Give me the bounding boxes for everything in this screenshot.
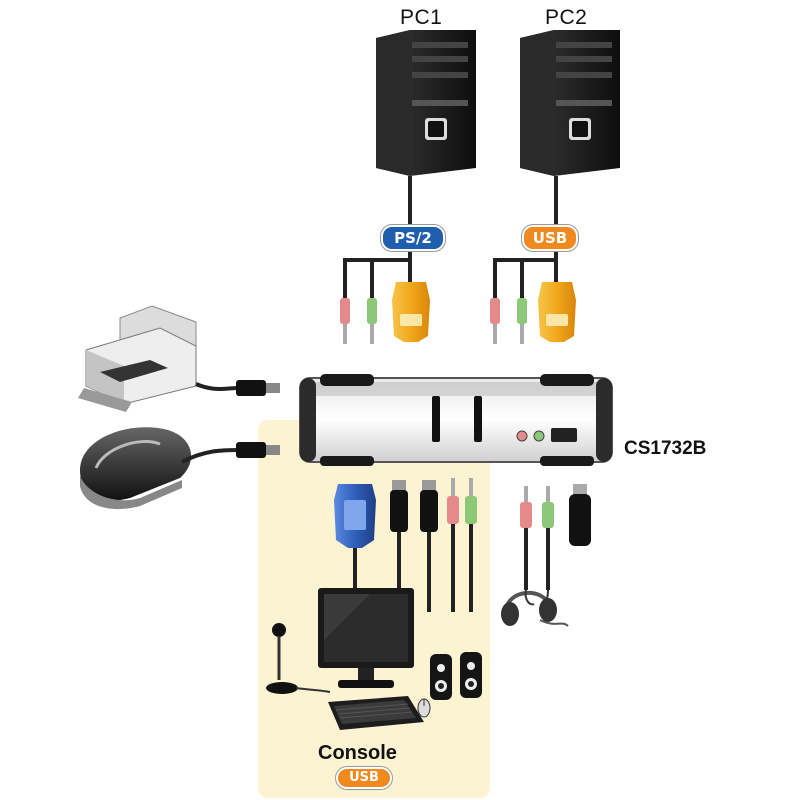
port-select-button-2 [474, 396, 482, 442]
console-label: Console [318, 742, 397, 764]
printer-usb-plug [236, 380, 280, 396]
microphone [266, 623, 331, 694]
pc2-connectors [490, 282, 576, 344]
printer-cable [195, 382, 241, 391]
console-audio-green-plug [465, 478, 477, 612]
switch-usb-port [551, 428, 577, 442]
pc2-label: PC2 [545, 6, 588, 29]
speaker-right [460, 652, 482, 698]
port-select-button-1 [432, 396, 440, 442]
pc1-connectors [340, 282, 430, 344]
keyboard [328, 696, 424, 730]
pc1-interface-badge: PS/2 [381, 225, 445, 251]
console-vga-connector [334, 484, 376, 592]
kvm-switch [299, 374, 613, 466]
usb-device-plug [236, 442, 280, 458]
monitor [318, 588, 414, 688]
mouse [417, 698, 431, 718]
headset [501, 589, 569, 627]
switch-mic-jack [516, 430, 528, 442]
pc1-label: PC1 [400, 6, 443, 29]
switch-speaker-jack [533, 430, 545, 442]
console-usb-plug-1 [390, 480, 408, 596]
console-interface-badge: USB [336, 767, 392, 789]
headset-audio-green-plug [542, 486, 554, 590]
printer-device [78, 305, 197, 412]
switch-model-label: CS1732B [624, 438, 707, 459]
usb-flash-drive [569, 484, 591, 546]
pc1-tower [376, 30, 476, 176]
speaker-left [430, 654, 452, 700]
pc2-tower [520, 30, 620, 176]
usb-device-black [80, 427, 192, 510]
usb-device-cable [181, 448, 241, 464]
console-audio-pink-plug [447, 478, 459, 612]
pc2-interface-badge: USB [522, 225, 578, 251]
headset-audio-pink-plug [520, 486, 532, 590]
console-usb-plug-2 [420, 480, 438, 612]
